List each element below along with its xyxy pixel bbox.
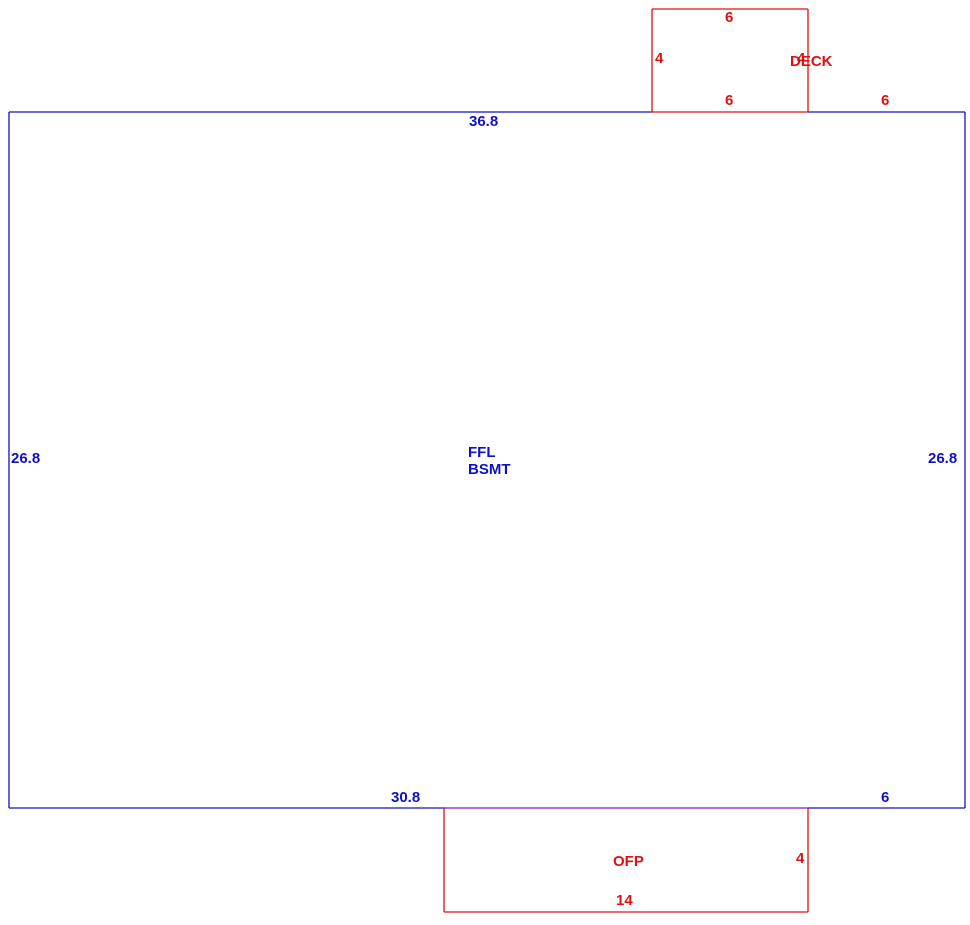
- main-area-outline: [8, 111, 966, 809]
- deck-top-dimension: 6: [725, 9, 734, 26]
- deck-right-dimension: 4: [797, 50, 806, 67]
- main-area-label-ffl: FFL: [468, 444, 496, 461]
- deck-left-dimension: 4: [655, 50, 664, 67]
- porch-outline: [443, 807, 809, 913]
- main-area-label-bsmt: BSMT: [468, 461, 511, 478]
- porch-label: OFP: [613, 853, 644, 870]
- deck-outer-right-dimension: 6: [881, 92, 890, 109]
- porch-right-dimension: 4: [796, 850, 805, 867]
- deck-outline: [651, 8, 809, 113]
- deck-bottom-dimension: 6: [725, 92, 734, 109]
- main-left-dimension: 26.8: [11, 450, 41, 467]
- main-right-dimension: 26.8: [928, 450, 958, 467]
- main-bottom-right-dimension: 6: [881, 789, 890, 806]
- deck-label: DECK: [790, 53, 833, 70]
- main-top-dimension: 36.8: [469, 113, 499, 130]
- porch-bottom-dimension: 14: [616, 892, 633, 909]
- main-bottom-left-dimension: 30.8: [391, 789, 421, 806]
